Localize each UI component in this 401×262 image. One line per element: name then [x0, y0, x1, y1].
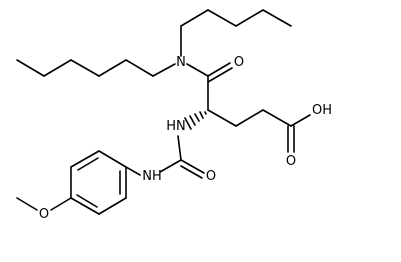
- alpha-amine-label: HN: [166, 119, 186, 134]
- pentyl-chain-right: [180, 9, 292, 57]
- urea-nh-label: NH: [142, 169, 162, 184]
- methoxy-oxygen-label: O: [39, 207, 49, 222]
- hashed-wedge-bond: [184, 111, 207, 130]
- amide-oxygen-label: O: [234, 55, 244, 70]
- acid-carbonyl-oxygen-label: O: [286, 154, 296, 169]
- pentyl-chain-left: [16, 59, 154, 77]
- amide-nitrogen-label: N: [176, 55, 186, 70]
- urea-oxygen-label: O: [206, 169, 216, 184]
- benzene-ring: [70, 150, 127, 215]
- acid-hydroxyl-label: OH: [312, 103, 332, 118]
